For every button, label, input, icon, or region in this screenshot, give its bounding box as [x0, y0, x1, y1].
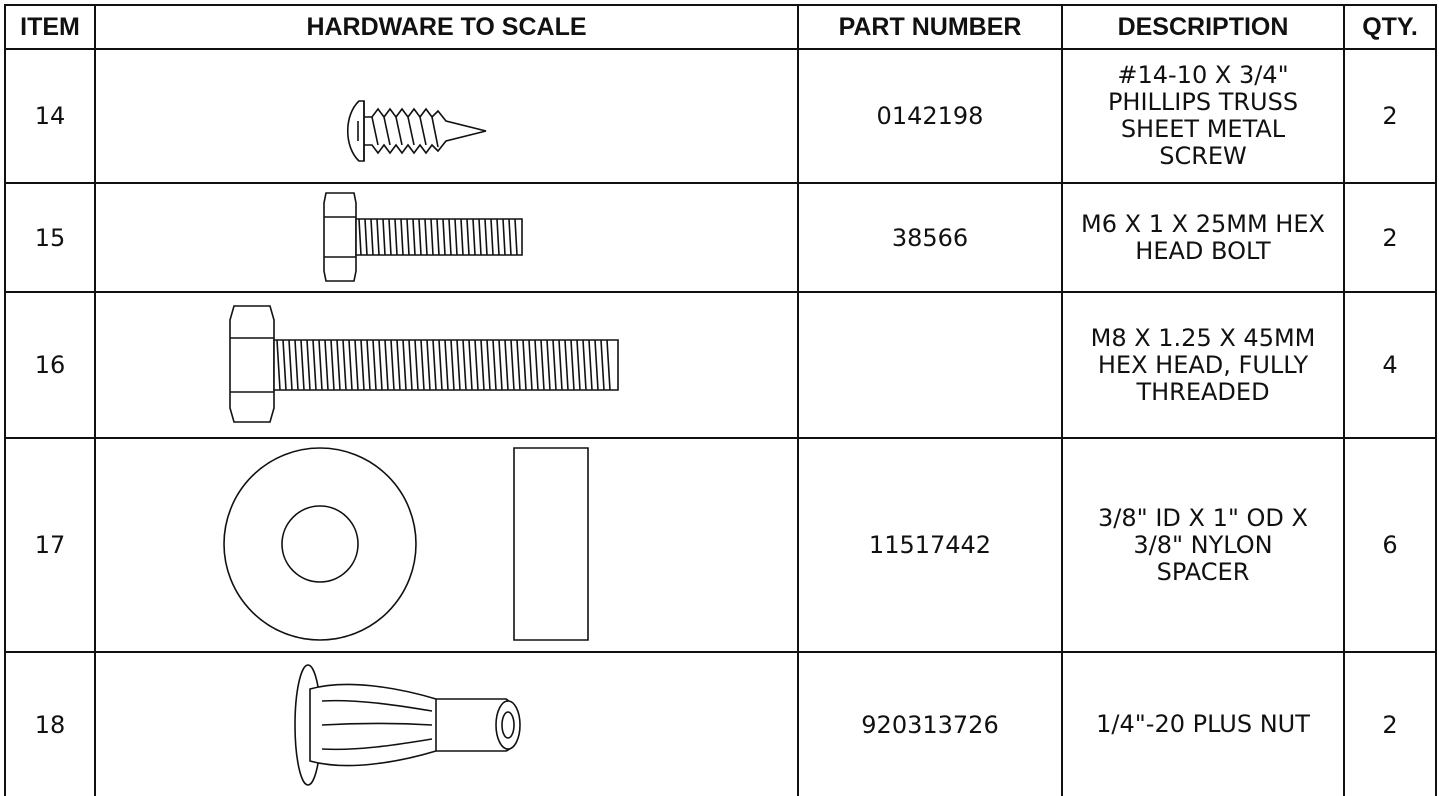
- table-row: 15 38566 M6 X 1 X 25MM HEX HEAD BOLT 2: [4, 182, 1437, 293]
- description-cell: #14-10 X 3/4" PHILLIPS TRUSS SHEET METAL…: [1061, 48, 1345, 184]
- description-line: 3/8" ID X 1" OD X: [1098, 503, 1308, 532]
- description-line: HEAD BOLT: [1135, 236, 1271, 265]
- item-cell: 15: [4, 182, 96, 293]
- description-line: THREADED: [1136, 377, 1270, 406]
- description-line: 3/8" NYLON: [1133, 530, 1273, 559]
- qty-cell: 2: [1343, 48, 1437, 184]
- hardware-table: ITEM HARDWARE TO SCALE PART NUMBER DESCR…: [4, 4, 1437, 796]
- description-cell: M8 X 1.25 X 45MM HEX HEAD, FULLY THREADE…: [1061, 291, 1345, 439]
- part-number-cell: 11517442: [797, 437, 1063, 653]
- header-hardware: HARDWARE TO SCALE: [94, 4, 799, 50]
- hex-bolt-long-icon: [96, 294, 799, 436]
- description-line: SPACER: [1156, 557, 1250, 586]
- table-row: 17 11517442 3/8" ID X 1" OD X 3/8" NYLON…: [4, 437, 1437, 653]
- description-line: SHEET METAL: [1120, 115, 1286, 143]
- qty-cell: 6: [1343, 437, 1437, 653]
- hex-bolt-short-icon: [96, 185, 799, 290]
- description-line: M8 X 1.25 X 45MM: [1090, 323, 1316, 352]
- hardware-cell: [94, 291, 799, 439]
- description-cell: M6 X 1 X 25MM HEX HEAD BOLT: [1061, 182, 1345, 293]
- qty-cell: 2: [1343, 651, 1437, 796]
- item-cell: 18: [4, 651, 96, 796]
- hardware-cell: [94, 182, 799, 293]
- nylon-spacer-icon: [96, 440, 799, 650]
- header-item: ITEM: [4, 4, 96, 50]
- description-cell: 3/8" ID X 1" OD X 3/8" NYLON SPACER: [1061, 437, 1345, 653]
- item-cell: 16: [4, 291, 96, 439]
- plus-nut-icon: [96, 655, 799, 795]
- description-line: M6 X 1 X 25MM HEX: [1081, 209, 1325, 238]
- part-number-cell: 0142198: [797, 48, 1063, 184]
- description-line: 1/4"-20 PLUS NUT: [1096, 710, 1310, 738]
- description-line: PHILLIPS TRUSS: [1107, 88, 1299, 116]
- description-cell: 1/4"-20 PLUS NUT: [1061, 651, 1345, 796]
- header-part-number: PART NUMBER: [797, 4, 1063, 50]
- item-cell: 17: [4, 437, 96, 653]
- header-qty: QTY.: [1343, 4, 1437, 50]
- phillips-truss-screw-icon: [96, 51, 799, 181]
- hardware-cell: [94, 48, 799, 184]
- description-line: #14-10 X 3/4": [1117, 61, 1289, 89]
- header-row: ITEM HARDWARE TO SCALE PART NUMBER DESCR…: [4, 4, 1437, 50]
- table-row: 14 0142198 #14-10 X 3/4" PHILLIPS TRUSS …: [4, 48, 1437, 184]
- part-number-cell: 920313726: [797, 651, 1063, 796]
- qty-cell: 2: [1343, 182, 1437, 293]
- qty-cell: 4: [1343, 291, 1437, 439]
- part-number-cell: [797, 291, 1063, 439]
- table-row: 16 M8 X 1.25 X 45MM HEX HEAD, FULLY THRE…: [4, 291, 1437, 439]
- header-description: DESCRIPTION: [1061, 4, 1345, 50]
- table-row: 18 920313726 1/4"-20 PLUS NUT 2: [4, 651, 1437, 796]
- hardware-cell: [94, 651, 799, 796]
- description-line: SCREW: [1159, 142, 1247, 170]
- item-cell: 14: [4, 48, 96, 184]
- description-line: HEX HEAD, FULLY: [1097, 350, 1309, 379]
- hardware-cell: [94, 437, 799, 653]
- part-number-cell: 38566: [797, 182, 1063, 293]
